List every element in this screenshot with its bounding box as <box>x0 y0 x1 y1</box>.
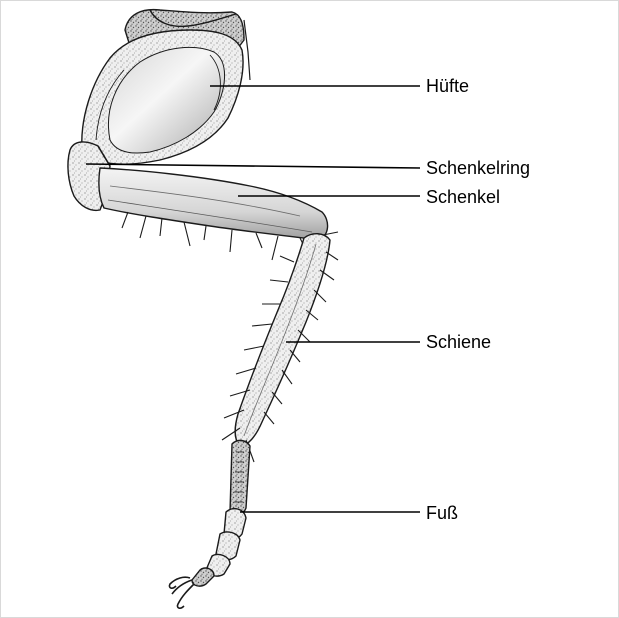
label-schenkel: Schenkel <box>426 187 500 207</box>
label-schenkelring: Schenkelring <box>426 158 530 178</box>
label-huefte: Hüfte <box>426 76 469 96</box>
diagram-labels: Hüfte Schenkelring Schenkel Schiene Fuß <box>426 76 530 523</box>
pointer-line-schenkelring <box>86 164 420 168</box>
label-fuss: Fuß <box>426 503 458 523</box>
coxa-segment <box>82 30 243 164</box>
tibia-segment <box>222 234 338 462</box>
label-schiene: Schiene <box>426 332 491 352</box>
leg-illustration <box>68 10 338 609</box>
tarsus-segment <box>169 440 250 608</box>
